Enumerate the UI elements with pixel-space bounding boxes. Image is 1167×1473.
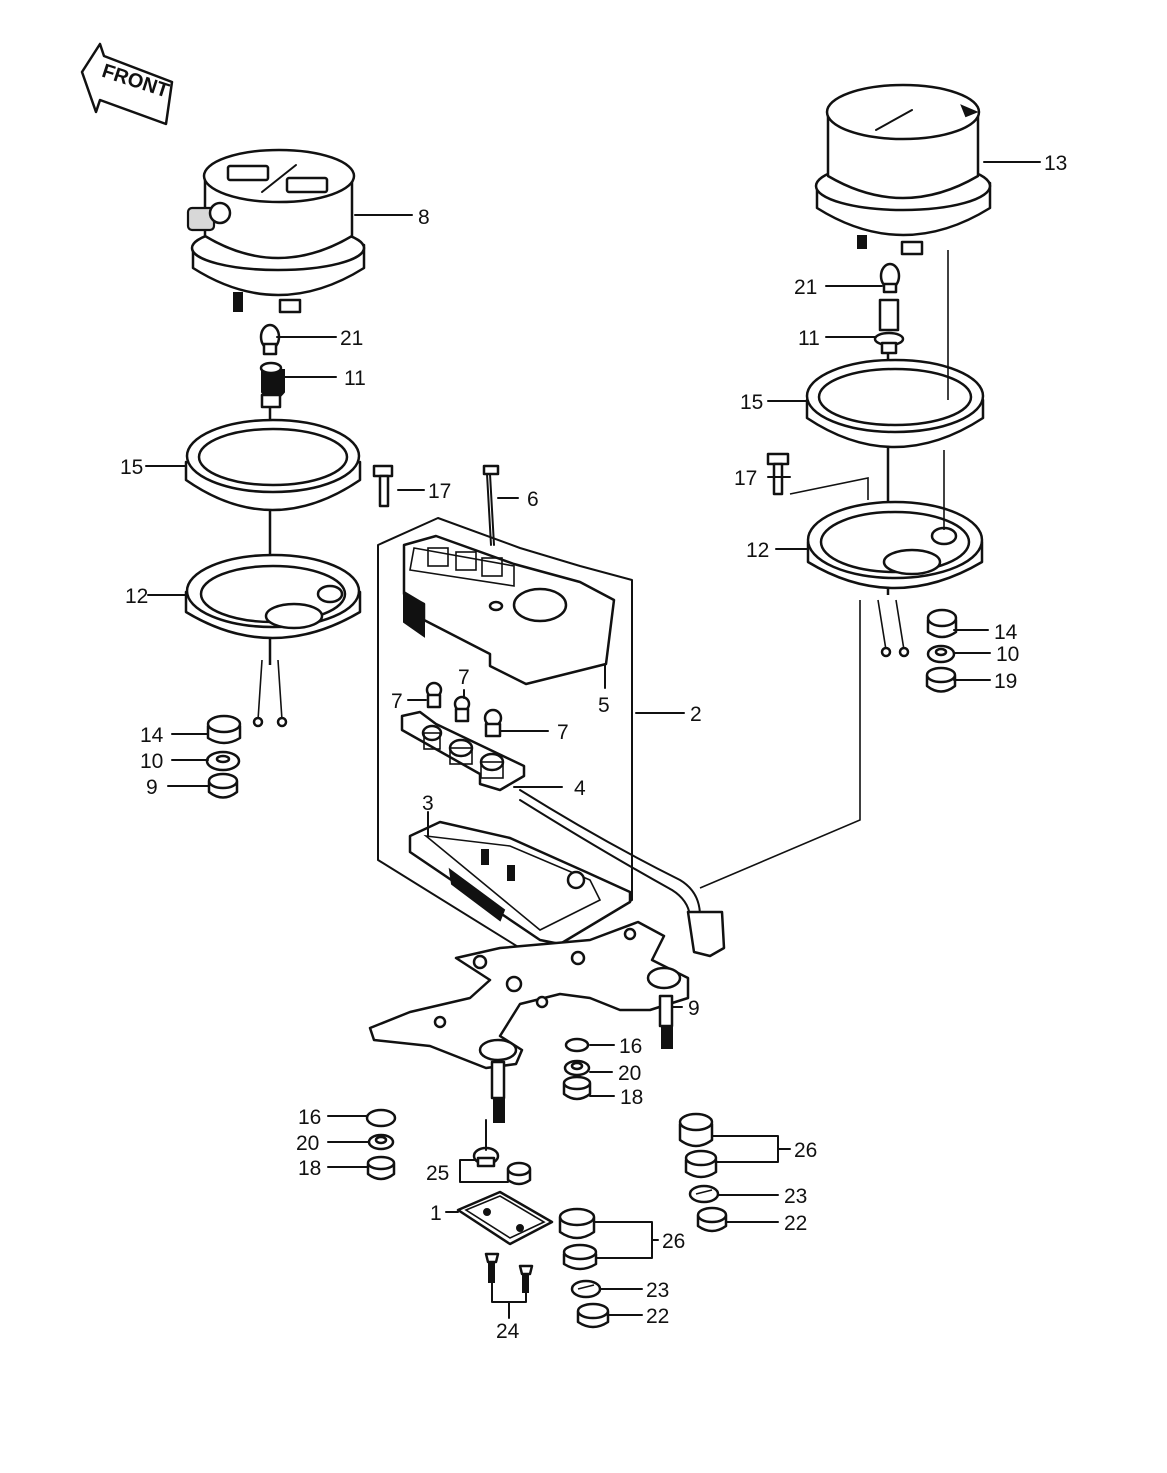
label-22-upper: 22 [784, 1212, 807, 1235]
leader-lines [145, 161, 1041, 1319]
label-26-upper: 26 [794, 1139, 817, 1162]
label-11-right: 11 [798, 327, 820, 350]
label-21-right: 21 [794, 276, 817, 299]
label-14-right: 14 [994, 621, 1018, 644]
right-meter-assembly [766, 83, 992, 693]
label-20-left: 20 [296, 1132, 319, 1155]
mounting-hardware [365, 1037, 728, 1329]
label-22-lower: 22 [646, 1305, 669, 1328]
label-7-a: 7 [391, 690, 403, 713]
label-18-left: 18 [298, 1157, 321, 1180]
label-25: 25 [426, 1162, 449, 1185]
label-1: 1 [430, 1202, 442, 1225]
label-26-lower: 26 [662, 1230, 685, 1253]
label-15-right: 15 [740, 391, 763, 414]
label-4: 4 [574, 777, 586, 800]
label-14-left: 14 [140, 724, 164, 747]
label-21-left: 21 [340, 327, 363, 350]
label-12-right: 12 [746, 539, 769, 562]
label-9-right: 9 [688, 997, 700, 1020]
label-18-center: 18 [620, 1086, 643, 1109]
label-10-right: 10 [996, 643, 1019, 666]
label-16-center: 16 [619, 1035, 642, 1058]
label-2: 2 [690, 703, 702, 726]
label-19: 19 [994, 670, 1017, 693]
front-direction-arrow: FRONT [80, 42, 174, 126]
label-7-b: 7 [458, 666, 470, 689]
label-9-left: 9 [146, 776, 158, 799]
left-meter-assembly [184, 148, 394, 799]
label-11-left: 11 [344, 367, 366, 390]
label-24: 24 [496, 1320, 520, 1343]
label-3: 3 [422, 792, 434, 815]
label-13: 13 [1044, 152, 1067, 175]
label-20-center: 20 [618, 1062, 641, 1085]
label-8: 8 [418, 206, 430, 229]
label-23-lower: 23 [646, 1279, 669, 1302]
label-16-left: 16 [298, 1106, 321, 1129]
part-number-labels: 8 21 11 15 17 6 12 14 10 9 5 2 7 7 7 4 3… [120, 152, 1067, 1343]
label-7-c: 7 [557, 721, 569, 744]
label-17-right: 17 [734, 467, 757, 490]
label-6: 6 [527, 488, 539, 511]
label-23-upper: 23 [784, 1185, 807, 1208]
label-12-left: 12 [125, 585, 148, 608]
label-17-left: 17 [428, 480, 451, 503]
label-5: 5 [598, 694, 610, 717]
center-indicator-assembly [368, 464, 861, 1123]
label-10-left: 10 [140, 750, 163, 773]
label-15-left: 15 [120, 456, 143, 479]
